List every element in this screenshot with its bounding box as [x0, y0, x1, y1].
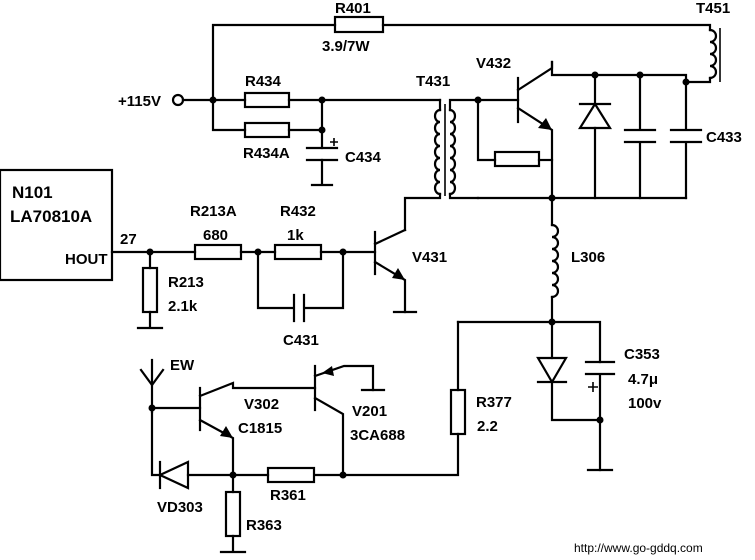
watermark-url: http://www.go-gddq.com	[574, 541, 703, 555]
v201-collector	[313, 396, 345, 477]
v431-collector	[373, 228, 407, 246]
resistor-v432-be	[493, 150, 541, 168]
v302-emitter	[198, 418, 235, 477]
v431-arrow	[392, 268, 405, 280]
ground-r213	[136, 250, 164, 330]
t431-primary	[433, 108, 442, 196]
label-r213a-value: 680	[203, 227, 228, 244]
label-c434: C434	[345, 149, 382, 166]
wire-v432-base-loop	[476, 98, 497, 162]
diode-l306	[536, 356, 568, 385]
diode-damper	[578, 101, 612, 130]
label-r432: R432	[280, 203, 316, 220]
label-ew: EW	[170, 357, 195, 374]
resistor-r377	[449, 388, 467, 436]
label-t451: T451	[696, 0, 730, 17]
v431-emitter	[373, 260, 407, 314]
wire-r377-bottom	[313, 432, 460, 477]
plus-sign	[588, 382, 598, 392]
t431-secondary	[448, 108, 457, 196]
capacitor-c433b	[669, 80, 703, 200]
v432-arrow	[538, 118, 552, 130]
label-r213: R213	[168, 274, 204, 291]
label-c433: C433	[706, 129, 742, 146]
ground-c434	[310, 158, 334, 187]
ground-r363	[219, 534, 247, 554]
plus-sign	[330, 138, 338, 146]
wire-r434a-left	[211, 98, 247, 132]
label-c431: C431	[283, 332, 319, 349]
capacitor-c431	[256, 250, 345, 323]
resistor-r432	[273, 243, 323, 261]
junction	[318, 126, 326, 134]
label-pin27: 27	[120, 231, 137, 248]
label-r363: R363	[246, 517, 282, 534]
wire-t431-sec-bottom	[448, 192, 480, 200]
label-r213a: R213A	[190, 203, 237, 220]
wire-diode2-bottom	[550, 380, 602, 422]
ew-antenna	[139, 368, 165, 387]
wire-r401-left	[211, 23, 337, 102]
v302-arrow	[220, 426, 233, 438]
junction	[596, 416, 604, 424]
v302-collector	[198, 381, 317, 398]
inductor-t451	[708, 28, 718, 80]
wire-t451-bottom	[684, 76, 712, 84]
label-hout: HOUT	[65, 251, 108, 268]
label-v432: V432	[476, 55, 511, 72]
label-l306: L306	[571, 249, 605, 266]
label-n101: N101	[12, 183, 53, 202]
label-r213-value: 2.1k	[168, 298, 198, 315]
label-r377: R377	[476, 394, 512, 411]
v432-collector	[516, 60, 554, 92]
label-r434: R434	[245, 73, 282, 90]
wire-collector-bus	[550, 60, 688, 84]
label-c353-capacitance: 4.7μ	[628, 371, 658, 388]
label-c353: C353	[624, 346, 660, 363]
wire-t431-to-v431	[403, 192, 442, 232]
label-ic-model: LA70810A	[10, 207, 92, 226]
wire-vd303-left	[150, 406, 162, 477]
label-c353-voltage: 100v	[628, 395, 662, 412]
junction	[339, 471, 347, 479]
resistor-r363	[224, 490, 242, 538]
label-r361: R361	[270, 487, 306, 504]
v201-arrow	[322, 366, 334, 376]
resistor-r434	[243, 91, 291, 109]
diode-vd303	[157, 460, 190, 490]
resistor-r434a	[243, 121, 291, 139]
capacitor-c433a	[623, 73, 657, 200]
label-v201: V201	[352, 403, 387, 420]
label-r434a: R434A	[243, 145, 290, 162]
label-vd303: VD303	[157, 499, 203, 516]
resistor-r213	[141, 266, 159, 314]
capacitor-c353	[584, 360, 616, 472]
label-t431: T431	[416, 73, 450, 90]
v201-emitter	[313, 364, 375, 392]
label-c1815: C1815	[238, 420, 282, 437]
label-v431: V431	[412, 249, 447, 266]
terminal-115v	[171, 93, 185, 107]
wire-r401-right	[381, 23, 712, 32]
label-3ca688: 3CA688	[350, 427, 405, 444]
label-v302: V302	[244, 396, 279, 413]
resistor-r361	[266, 466, 316, 484]
label-r401-value: 3.9/7W	[322, 38, 370, 55]
resistor-r213a	[193, 243, 243, 261]
label-r377-value: 2.2	[477, 418, 498, 435]
label-r401: R401	[335, 0, 371, 17]
junction	[318, 96, 326, 104]
label-115v: +115V	[118, 93, 161, 110]
label-r432-value: 1k	[287, 227, 304, 244]
wire-t431-sec-top	[448, 98, 480, 112]
ic-n101	[0, 168, 114, 282]
inductor-l306	[550, 223, 560, 299]
resistor-r401	[333, 15, 385, 34]
wire-l306-node	[456, 320, 602, 364]
